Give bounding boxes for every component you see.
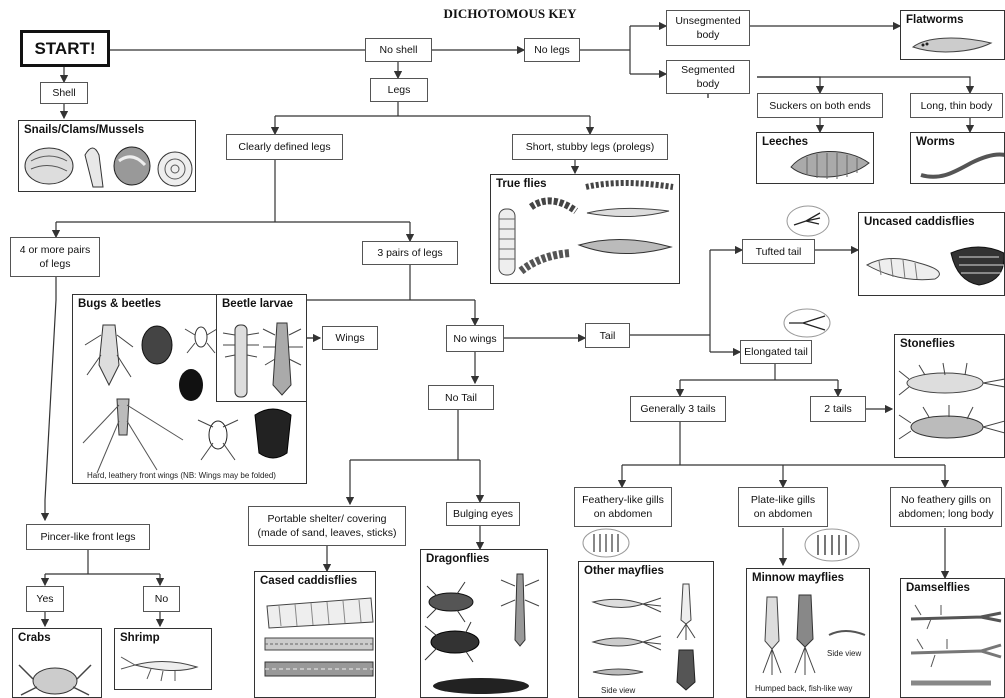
panel-other-mayflies: Other mayflies Side view [578,561,714,698]
crab-illustration [13,629,102,698]
node-three-pairs-legs: 3 pairs of legs [362,241,458,265]
node-bulging-eyes: Bulging eyes [446,502,520,526]
panel-beetle-larvae: Beetle larvae [216,294,307,402]
node-no-shell: No shell [365,38,432,62]
damselflies-illustration [901,579,1005,698]
node-long-thin-body: Long, thin body [910,93,1003,118]
feathery-gills-illustration [582,528,630,558]
node-feathery-gills: Feathery-like gills on abdomen [574,487,672,527]
panel-worms: Worms [910,132,1005,184]
node-wings: Wings [322,326,378,350]
minnow-mayflies-side-view-label: Side view [827,649,861,658]
beetle-larvae-illustration [217,295,307,402]
node-tail: Tail [585,323,630,348]
other-mayflies-side-view-label: Side view [601,686,635,695]
tufted-tail-illustration [786,205,830,237]
node-plate-gills: Plate-like gills on abdomen [738,487,828,527]
panel-stoneflies: Stoneflies [894,334,1005,458]
node-four-pairs-legs: 4 or more pairs of legs [10,237,100,277]
plate-gills-illustration [804,528,860,562]
diagram-title: DICHOTOMOUS KEY [430,6,590,22]
panel-damselflies: Damselflies [900,578,1005,698]
true-flies-illustration [491,175,680,284]
dragonflies-illustration [421,550,548,698]
node-no-tail: No Tail [428,385,494,410]
panel-dragonflies: Dragonflies [420,549,548,698]
panel-shrimp: Shrimp [114,628,212,690]
flatworm-illustration [901,11,1005,60]
node-tufted-tail: Tufted tail [742,239,815,264]
minnow-mayflies-illustration [747,569,870,698]
uncased-caddisfly-illustration [859,213,1005,296]
elongated-tail-illustration [783,308,831,338]
node-no-legs: No legs [524,38,580,62]
node-no: No [143,586,180,612]
node-clearly-defined-legs: Clearly defined legs [226,134,343,160]
node-2-tails: 2 tails [810,396,866,422]
worm-illustration [911,133,1005,184]
node-generally-3-tails: Generally 3 tails [630,396,726,422]
node-elongated-tail: Elongated tail [740,340,812,364]
node-no-feathery-gills: No feathery gills on abdomen; long body [890,487,1002,527]
panel-crabs: Crabs [12,628,102,698]
shrimp-illustration [115,629,212,690]
panel-minnow-mayflies: Minnow mayflies Side view Humped back, f… [746,568,870,698]
bugs-beetles-caption: Hard, leathery front wings (NB: Wings ma… [87,471,276,480]
node-unsegmented-body: Unsegmented body [666,10,750,46]
stoneflies-illustration [895,335,1005,458]
panel-uncased-caddisflies: Uncased caddisflies [858,212,1005,296]
panel-snails-clams-mussels: Snails/Clams/Mussels [18,120,196,192]
leech-illustration [757,133,874,184]
panel-true-flies: True flies [490,174,680,284]
panel-cased-caddisflies: Cased caddisflies [254,571,376,698]
minnow-mayflies-caption: Humped back, fish-like way [755,684,852,693]
node-suckers-both-ends: Suckers on both ends [757,93,883,118]
start-node: START! [20,30,110,67]
node-stubby-legs: Short, stubby legs (prolegs) [512,134,668,160]
node-segmented-body: Segmented body [666,60,750,94]
node-legs: Legs [370,78,428,102]
panel-flatworms: Flatworms [900,10,1005,60]
panel-leeches: Leeches [756,132,874,184]
cased-caddisflies-illustration [255,572,376,698]
node-shell: Shell [40,82,88,104]
node-no-wings: No wings [446,325,504,352]
other-mayflies-illustration [579,562,714,698]
node-portable-shelter: Portable shelter/ covering (made of sand… [248,506,406,546]
snail-shells-illustration [19,121,196,192]
node-yes: Yes [26,586,64,612]
node-pincer-front-legs: Pincer-like front legs [26,524,150,550]
